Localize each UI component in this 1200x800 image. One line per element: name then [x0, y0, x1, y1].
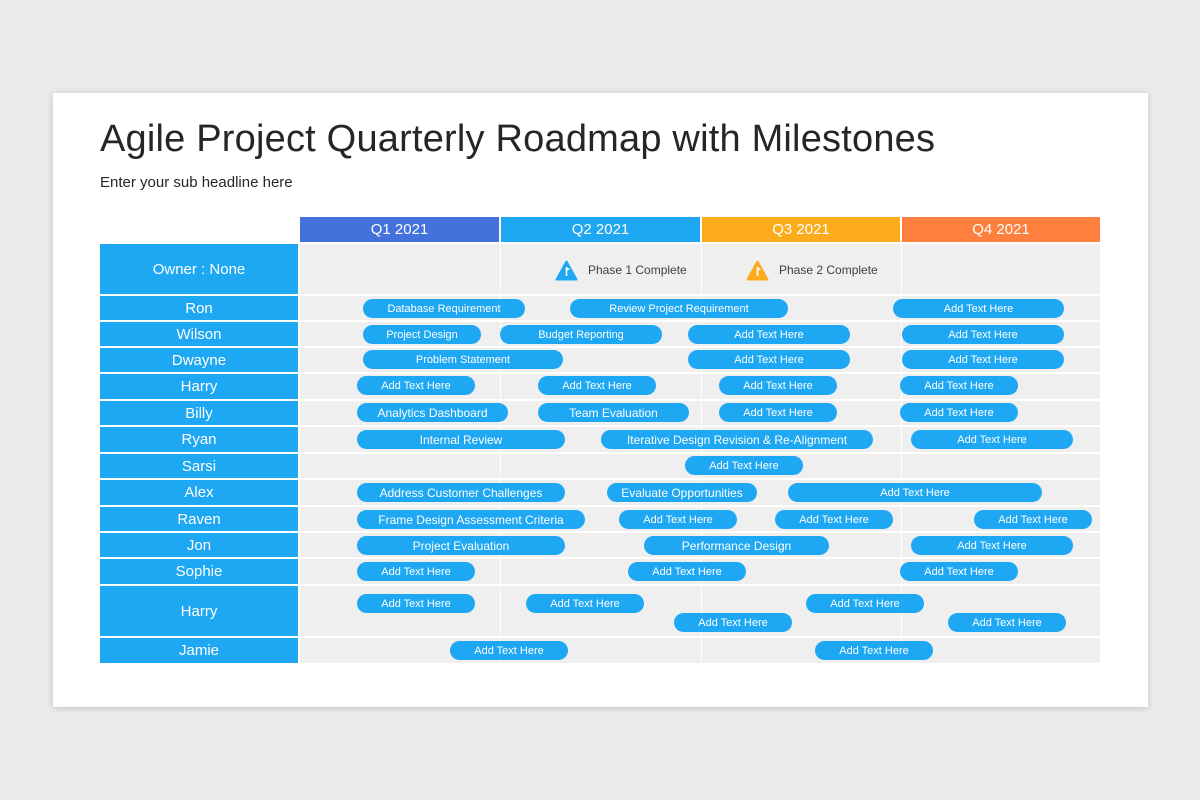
task-pill[interactable]: Add Text Here: [450, 641, 568, 660]
quarter-header-q4: Q4 2021: [902, 217, 1100, 242]
row-owner-sophie: Sophie: [100, 559, 298, 584]
task-pill[interactable]: Problem Statement: [363, 350, 563, 369]
milestone-flag-orange-icon: [746, 260, 769, 281]
quarter-header-q2: Q2 2021: [501, 217, 700, 242]
row-divider: [300, 505, 1100, 507]
row-owner-ryan: Ryan: [100, 427, 298, 452]
task-pill[interactable]: Iterative Design Revision & Re-Alignment: [601, 430, 873, 449]
row-owner-jamie: Jamie: [100, 638, 298, 663]
row-owner-dwayne: Dwayne: [100, 348, 298, 372]
task-pill[interactable]: Add Text Here: [815, 641, 933, 660]
row-divider: [300, 320, 1100, 322]
task-pill[interactable]: Add Text Here: [719, 376, 837, 395]
milestone-label: Phase 2 Complete: [779, 263, 878, 277]
task-pill[interactable]: Add Text Here: [806, 594, 924, 613]
task-pill[interactable]: Add Text Here: [619, 510, 737, 529]
row-divider: [300, 372, 1100, 374]
quarter-header-q3: Q3 2021: [702, 217, 900, 242]
milestone-phase-1: Phase 1 Complete: [555, 259, 687, 281]
row-divider: [300, 294, 1100, 296]
task-pill[interactable]: Add Text Here: [900, 403, 1018, 422]
task-pill[interactable]: Add Text Here: [685, 456, 803, 475]
task-pill[interactable]: Add Text Here: [902, 350, 1064, 369]
task-pill[interactable]: Analytics Dashboard: [357, 403, 508, 422]
owner-header: Owner : None: [100, 244, 298, 294]
row-owner-wilson: Wilson: [100, 322, 298, 346]
task-pill[interactable]: Add Text Here: [974, 510, 1092, 529]
task-pill[interactable]: Evaluate Opportunities: [607, 483, 757, 502]
task-pill[interactable]: Add Text Here: [688, 350, 850, 369]
task-pill[interactable]: Add Text Here: [719, 403, 837, 422]
task-pill[interactable]: Add Text Here: [775, 510, 893, 529]
row-divider: [300, 399, 1100, 401]
quarter-header-q1: Q1 2021: [300, 217, 499, 242]
task-pill[interactable]: Add Text Here: [911, 536, 1073, 555]
task-pill[interactable]: Add Text Here: [900, 376, 1018, 395]
row-divider: [300, 531, 1100, 533]
task-pill[interactable]: Add Text Here: [900, 562, 1018, 581]
page-subtitle: Enter your sub headline here: [100, 174, 293, 191]
row-divider: [300, 636, 1100, 638]
task-pill[interactable]: Add Text Here: [788, 483, 1042, 502]
task-pill[interactable]: Performance Design: [644, 536, 829, 555]
task-pill[interactable]: Add Text Here: [357, 376, 475, 395]
task-pill[interactable]: Budget Reporting: [500, 325, 662, 344]
row-divider: [300, 478, 1100, 480]
row-owner-alex: Alex: [100, 480, 298, 505]
task-pill[interactable]: Frame Design Assessment Criteria: [357, 510, 585, 529]
task-pill[interactable]: Add Text Here: [688, 325, 850, 344]
row-owner-billy: Billy: [100, 401, 298, 425]
row-divider: [300, 584, 1100, 586]
task-pill[interactable]: Add Text Here: [902, 325, 1064, 344]
task-pill[interactable]: Team Evaluation: [538, 403, 689, 422]
milestone-phase-2: Phase 2 Complete: [746, 259, 878, 281]
task-pill[interactable]: Project Design: [363, 325, 481, 344]
milestone-label: Phase 1 Complete: [588, 263, 687, 277]
task-pill[interactable]: Add Text Here: [948, 613, 1066, 632]
task-pill[interactable]: Review Project Requirement: [570, 299, 788, 318]
row-owner-sarsi: Sarsi: [100, 454, 298, 478]
row-divider: [300, 346, 1100, 348]
row-owner-ron: Ron: [100, 296, 298, 320]
row-divider: [300, 452, 1100, 454]
task-pill[interactable]: Add Text Here: [893, 299, 1064, 318]
task-pill[interactable]: Add Text Here: [526, 594, 644, 613]
task-pill[interactable]: Address Customer Challenges: [357, 483, 565, 502]
task-pill[interactable]: Database Requirement: [363, 299, 525, 318]
task-pill[interactable]: Project Evaluation: [357, 536, 565, 555]
row-divider: [300, 557, 1100, 559]
task-pill[interactable]: Add Text Here: [911, 430, 1073, 449]
row-owner-harry: Harry: [100, 374, 298, 399]
row-owner-raven: Raven: [100, 507, 298, 531]
row-divider: [300, 425, 1100, 427]
row-owner-harry: Harry: [100, 586, 298, 636]
task-pill[interactable]: Add Text Here: [538, 376, 656, 395]
page-title: Agile Project Quarterly Roadmap with Mil…: [100, 118, 936, 160]
milestone-flag-blue-icon: [555, 260, 578, 281]
task-pill[interactable]: Internal Review: [357, 430, 565, 449]
task-pill[interactable]: Add Text Here: [674, 613, 792, 632]
task-pill[interactable]: Add Text Here: [357, 562, 475, 581]
task-pill[interactable]: Add Text Here: [357, 594, 475, 613]
row-owner-jon: Jon: [100, 533, 298, 557]
task-pill[interactable]: Add Text Here: [628, 562, 746, 581]
